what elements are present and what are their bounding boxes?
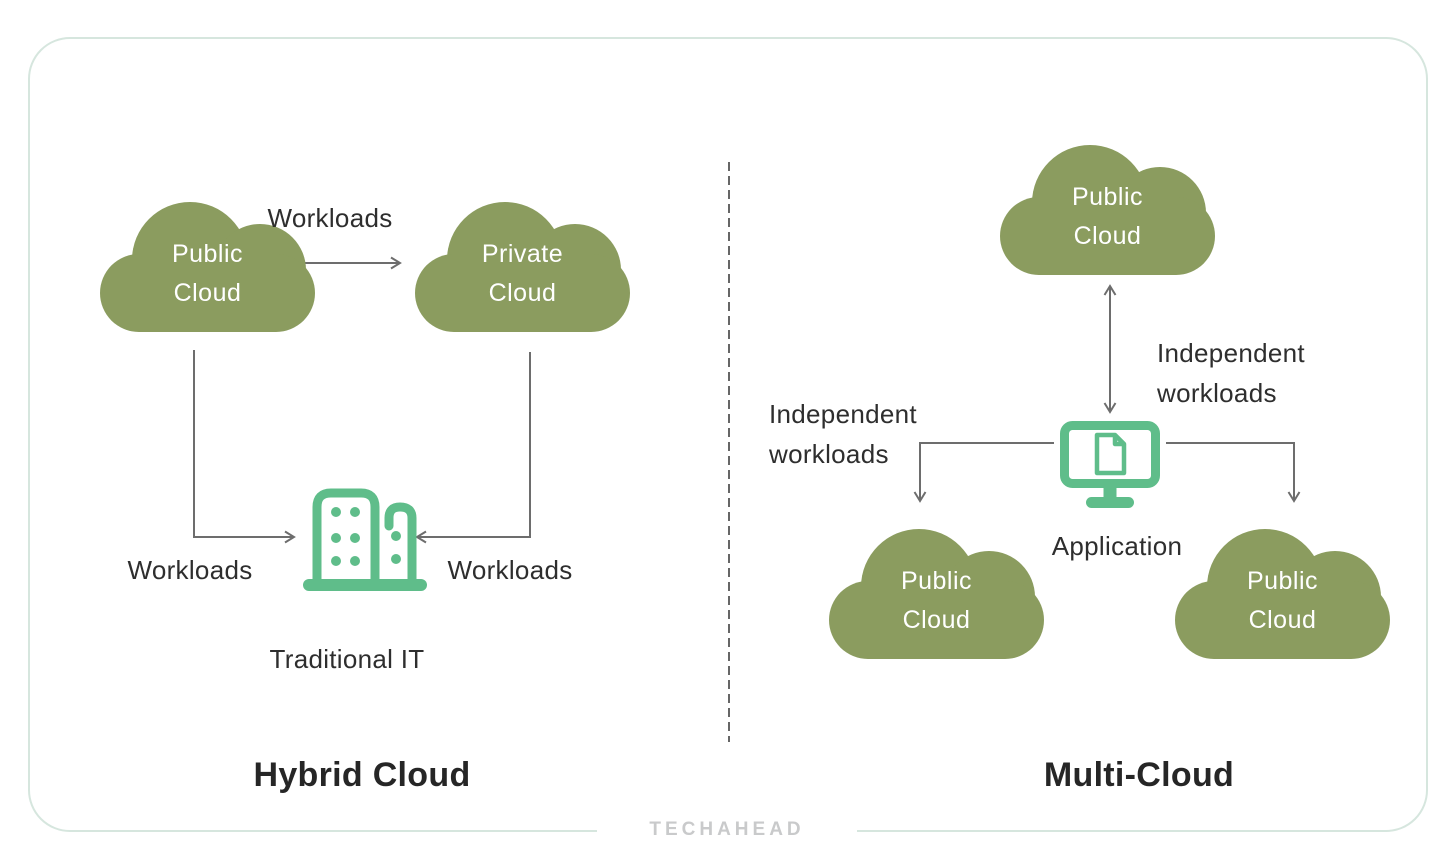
cloud-label-line2: Cloud — [173, 279, 242, 307]
independent-workloads-line1: Independent — [1157, 338, 1305, 368]
cloud-label-line1: Public — [1071, 183, 1144, 211]
multi-bottom-right-public-cloud: Public Cloud — [1175, 523, 1390, 659]
footer-logo-container: TECHAHEAD — [597, 814, 857, 846]
application-label: Application — [1051, 531, 1183, 561]
multi-top-public-cloud: Public Cloud — [1000, 139, 1215, 275]
cloud-label-line2: Cloud — [902, 606, 971, 634]
workloads-left-label: Workloads — [127, 555, 253, 585]
independent-workloads-line2: workloads — [769, 439, 889, 469]
independent-workloads-line2: workloads — [1157, 378, 1277, 408]
cloud-label-line1: Public — [171, 240, 244, 268]
cloud-label-line1: Public — [1246, 567, 1319, 595]
independent-workloads-line1: Independent — [769, 399, 917, 429]
cloud-label: Private Cloud — [415, 196, 630, 332]
cloud-label: Public Cloud — [100, 196, 315, 332]
techahead-logo: TECHAHEAD — [649, 819, 805, 840]
cloud-label: Public Cloud — [829, 523, 1044, 659]
cloud-icon — [829, 529, 1044, 659]
workloads-right-label: Workloads — [447, 555, 573, 585]
diagram-frame — [28, 37, 1428, 832]
cloud-label-line1: Private — [481, 240, 564, 268]
cloud-label-line1: Public — [900, 567, 973, 595]
cloud-label: Public Cloud — [1175, 523, 1390, 659]
independent-workloads-left-label: Independent workloads — [769, 394, 917, 474]
independent-workloads-right-label: Independent workloads — [1157, 333, 1305, 413]
cloud-icon — [1175, 529, 1390, 659]
multi-bottom-left-public-cloud: Public Cloud — [829, 523, 1044, 659]
hybrid-private-cloud: Private Cloud — [415, 196, 630, 332]
cloud-icon — [1000, 145, 1215, 275]
cloud-icon — [415, 202, 630, 332]
cloud-label: Public Cloud — [1000, 139, 1215, 275]
building-icon — [303, 479, 427, 597]
cloud-icon — [100, 202, 315, 332]
monitor-document-icon — [1060, 421, 1160, 513]
cloud-label-line2: Cloud — [488, 279, 557, 307]
cloud-label-line2: Cloud — [1248, 606, 1317, 634]
workloads-top-label: Workloads — [267, 203, 393, 233]
hybrid-cloud-title: Hybrid Cloud — [253, 756, 471, 794]
hybrid-public-cloud: Public Cloud — [100, 196, 315, 332]
cloud-label-line2: Cloud — [1073, 222, 1142, 250]
traditional-it-label: Traditional IT — [269, 644, 425, 674]
multi-cloud-title: Multi-Cloud — [1043, 756, 1235, 794]
